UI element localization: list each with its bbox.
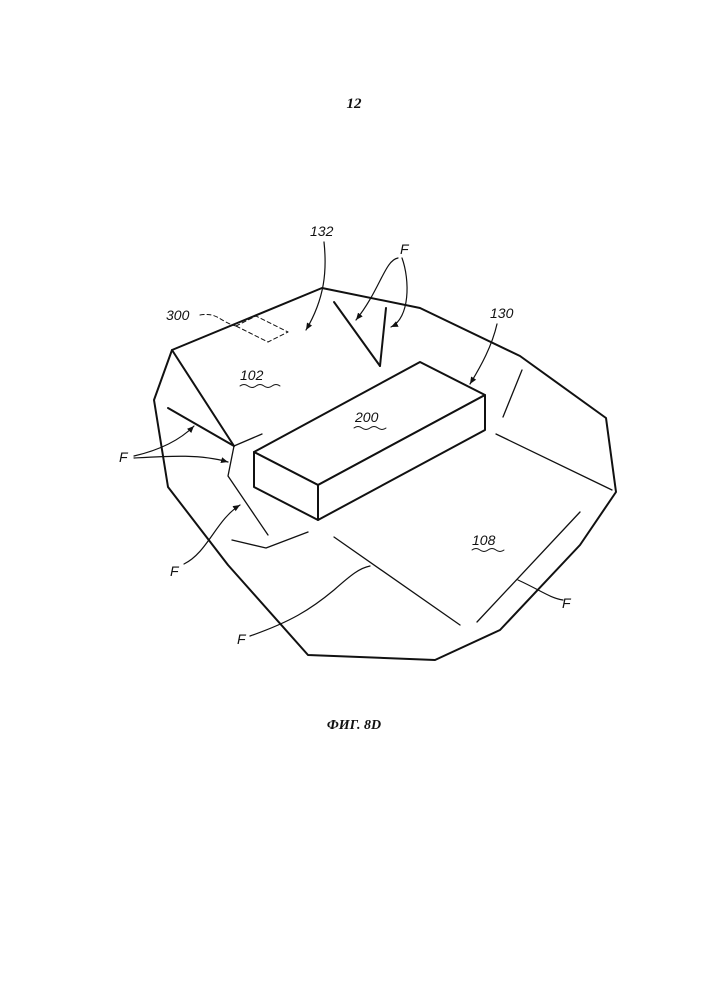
fold-line xyxy=(168,408,234,446)
fold-line xyxy=(334,537,460,625)
label-108: 108 xyxy=(472,532,496,548)
leader-f-left-lower xyxy=(134,456,228,462)
fold-line xyxy=(503,370,522,417)
label-f-bottom: F xyxy=(237,631,247,647)
label-132: 132 xyxy=(310,223,334,239)
label-f-right: F xyxy=(562,595,572,611)
label-300: 300 xyxy=(166,307,190,323)
fold-line xyxy=(172,350,234,446)
leader-132 xyxy=(306,242,325,330)
leader-300 xyxy=(200,314,236,326)
fold-line xyxy=(496,434,612,490)
label-102: 102 xyxy=(240,367,264,383)
figure-caption: ФИГ. 8D xyxy=(0,718,708,734)
underline-102 xyxy=(240,385,280,388)
leader-f-bottom xyxy=(250,566,370,636)
leader-f-top-left xyxy=(356,258,398,320)
label-f-left: F xyxy=(119,449,129,465)
leader-f-right xyxy=(518,580,563,600)
leader-f-left-upper xyxy=(134,426,194,456)
fold-line xyxy=(232,532,308,548)
label-130: 130 xyxy=(490,305,514,321)
fold-line xyxy=(334,302,380,366)
label-200: 200 xyxy=(354,409,379,425)
fold-line xyxy=(380,308,386,366)
leader-f-top-right xyxy=(391,258,407,327)
label-f-left-bottom: F xyxy=(170,563,180,579)
fold-line xyxy=(234,434,262,446)
label-f-top: F xyxy=(400,241,410,257)
underline-108 xyxy=(472,549,504,552)
leader-f-left-bottom xyxy=(184,505,240,564)
